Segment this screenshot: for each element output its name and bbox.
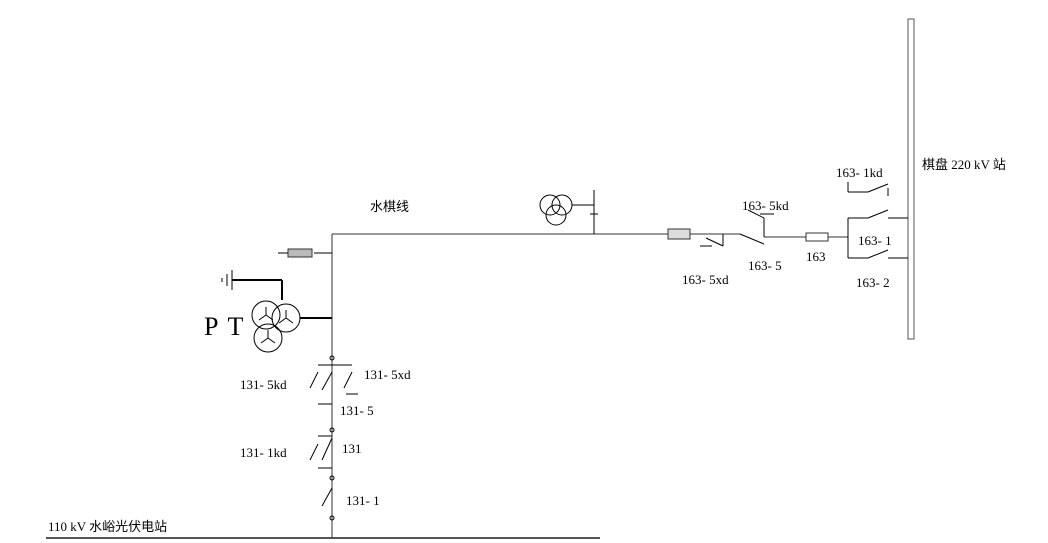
breaker-131-blade[interactable] — [321, 437, 333, 461]
node-131-top — [329, 355, 335, 361]
breaker-163[interactable] — [805, 232, 829, 242]
ct-icon[interactable] — [667, 228, 691, 240]
transformer-winding-3[interactable] — [545, 204, 567, 226]
node-131-low — [329, 475, 335, 481]
switch-163-5-blade[interactable] — [739, 233, 765, 245]
node-131-bottom — [329, 515, 335, 521]
node-131-mid — [329, 427, 335, 433]
label-163-5kd: 163- 5kd — [742, 198, 789, 213]
switch-163-5xd-blade[interactable] — [705, 237, 724, 247]
label-131: 131 — [342, 441, 362, 456]
pt-label: P T — [204, 312, 246, 341]
label-163-2: 163- 2 — [856, 275, 890, 290]
pt-winding-3[interactable] — [253, 323, 283, 353]
switch-131-5xd-blade[interactable] — [343, 371, 353, 389]
label-131-5xd: 131- 5xd — [364, 367, 411, 382]
pt-wye-1 — [258, 307, 274, 321]
label-163-5: 163- 5 — [748, 258, 782, 273]
label-131-1kd: 131- 1kd — [240, 445, 287, 460]
switch-131-1-blade[interactable] — [321, 487, 333, 507]
switch-163-5kd-blade[interactable] — [747, 209, 765, 219]
transformer-winding-1[interactable] — [539, 194, 561, 216]
label-163-5xd: 163- 5xd — [682, 272, 729, 287]
pt-winding-1[interactable] — [251, 300, 281, 330]
station-110-label: 110 kV 水峪光伏电站 — [48, 519, 168, 534]
switch-131-5-blade[interactable] — [321, 371, 333, 391]
line-name-label: 水棋线 — [370, 199, 410, 214]
station-220-label: 棋盘 220 kV 站 — [922, 157, 1006, 172]
label-131-1: 131- 1 — [346, 493, 380, 508]
label-163-1kd: 163- 1kd — [836, 165, 883, 180]
arrester-icon[interactable] — [287, 248, 313, 258]
pt-wye-2 — [278, 310, 294, 324]
label-163: 163 — [806, 249, 826, 264]
label-131-5: 131- 5 — [340, 403, 374, 418]
switch-163-2-blade[interactable] — [867, 249, 889, 259]
switch-163-1-blade[interactable] — [867, 209, 889, 219]
switch-131-5kd-blade[interactable] — [309, 371, 319, 389]
switch-131-1kd-blade[interactable] — [309, 443, 319, 461]
switch-163-1kd-blade[interactable] — [867, 183, 889, 193]
pt-wye-3 — [260, 330, 276, 344]
busbar-220kv[interactable] — [907, 18, 915, 340]
label-163-1: 163- 1 — [858, 233, 892, 248]
pt-winding-2[interactable] — [271, 303, 301, 333]
label-131-5kd: 131- 5kd — [240, 377, 287, 392]
